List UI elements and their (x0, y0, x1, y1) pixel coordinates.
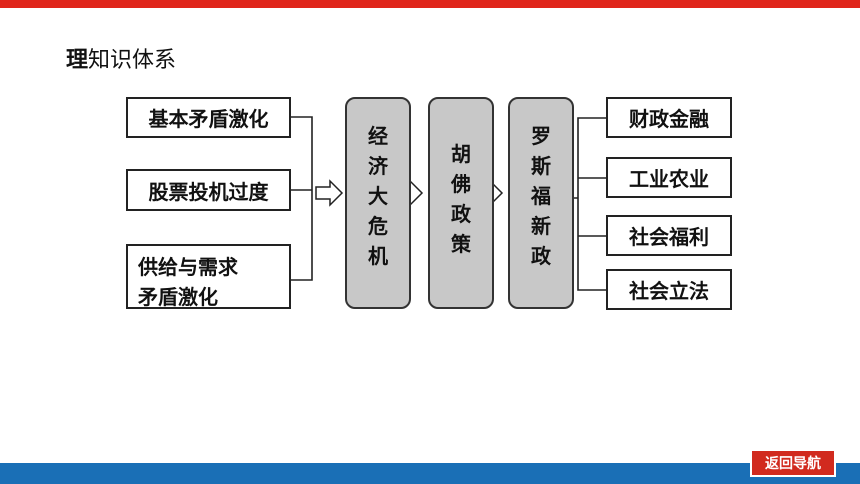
cause-label-3b: 矛盾激化 (138, 285, 218, 309)
cause-box-3: 供给与需求 矛盾激化 (126, 244, 291, 309)
back-to-nav-label: 返回导航 (765, 456, 821, 472)
stage-3-char: 斯 (531, 154, 551, 178)
result-box-4: 社会立法 (606, 269, 732, 310)
result-bracket (577, 117, 606, 291)
stage-1-char: 大 (368, 184, 388, 208)
page-title: 理知识体系 (66, 46, 176, 76)
stage-3-char: 福 (531, 184, 551, 208)
stage-hoover-policy: 胡 佛 政 策 (428, 97, 494, 309)
cause-bracket (291, 116, 313, 281)
stage-2-char: 策 (451, 232, 471, 256)
stage-1-char: 危 (368, 214, 388, 238)
stage-2-char: 政 (451, 202, 471, 226)
stage-2-char: 佛 (451, 172, 471, 196)
result-label-3: 社会福利 (629, 225, 709, 249)
stage-3-char: 新 (531, 214, 551, 238)
bottom-accent-bar (0, 463, 860, 484)
stage-3-char: 罗 (531, 124, 551, 148)
stage-1-char: 济 (368, 154, 388, 178)
stage-2-char: 胡 (451, 142, 471, 166)
back-to-nav-button[interactable]: 返回导航 (750, 449, 836, 477)
arrow-1-icon (315, 179, 344, 207)
stage-1-char: 机 (368, 244, 388, 268)
result-label-1: 财政金融 (629, 107, 709, 131)
cause-label-2: 股票投机过度 (148, 179, 269, 204)
result-label-2: 工业农业 (629, 167, 709, 191)
stage-1-char: 经 (368, 124, 388, 148)
stage-new-deal: 罗 斯 福 新 政 (508, 97, 574, 309)
result-box-3: 社会福利 (606, 215, 732, 256)
title-first-char: 理 (66, 48, 89, 73)
cause-label-1: 基本矛盾激化 (148, 107, 269, 131)
result-box-2: 工业农业 (606, 157, 732, 198)
result-box-1: 财政金融 (606, 97, 732, 138)
cause-box-1: 基本矛盾激化 (126, 97, 291, 138)
cause-box-2: 股票投机过度 (126, 169, 291, 211)
cause-label-3a: 供给与需求 (138, 255, 238, 279)
stage-3-char: 政 (531, 244, 551, 268)
result-label-4: 社会立法 (629, 279, 709, 303)
stage-economic-crisis: 经 济 大 危 机 (345, 97, 411, 309)
top-accent-bar (0, 0, 860, 8)
title-rest: 知识体系 (88, 48, 177, 73)
